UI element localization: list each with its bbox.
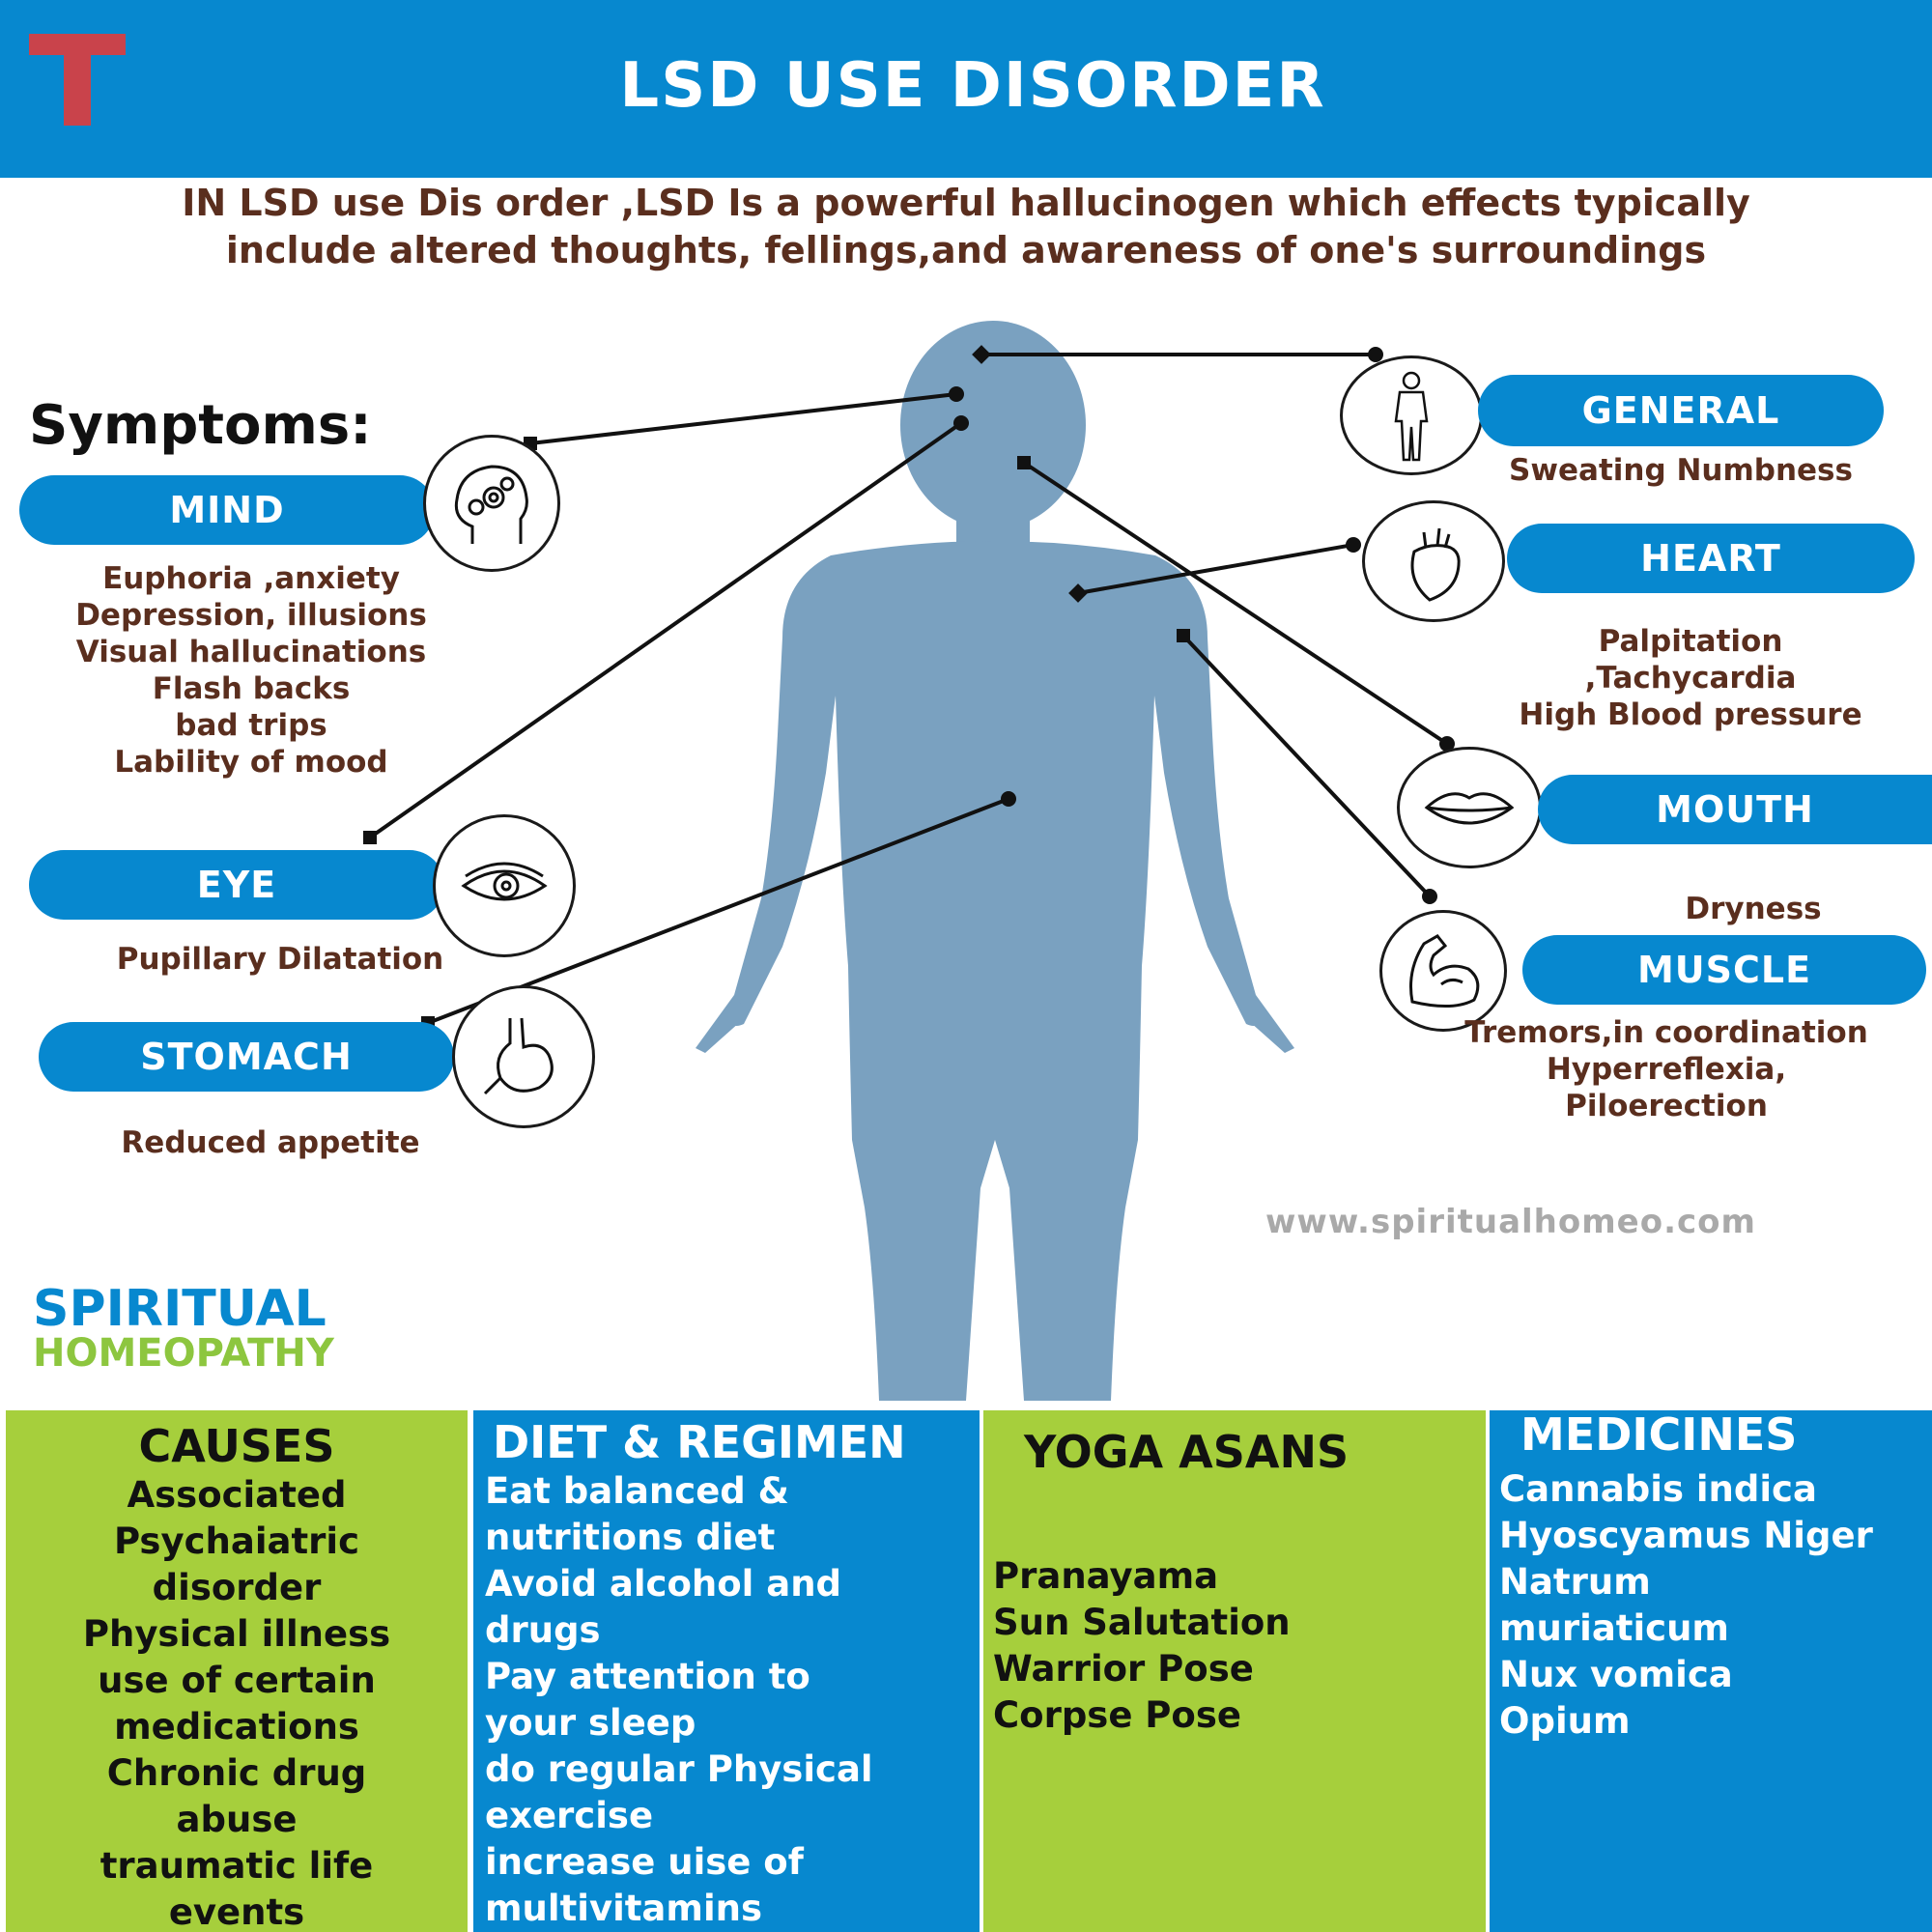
symptoms-heading: Symptoms: bbox=[29, 394, 372, 457]
muscle-label: MUSCLE bbox=[1522, 935, 1926, 1005]
heart-symptoms: Palpitation ,Tachycardia High Blood pres… bbox=[1449, 623, 1932, 733]
yoga-title: YOGA ASANS bbox=[1024, 1426, 1350, 1478]
causes-item: use of certain bbox=[98, 1660, 376, 1701]
mind-label: MIND bbox=[19, 475, 435, 545]
heart-label: HEART bbox=[1507, 524, 1915, 593]
causes-item: medications bbox=[114, 1706, 359, 1747]
mind-symptom-3: Visual hallucinations bbox=[75, 635, 427, 669]
brand-line-2: HOMEOPATHY bbox=[33, 1331, 334, 1376]
diet-item: Eat balanced & bbox=[485, 1470, 789, 1512]
causes-item: Psychaiatric bbox=[113, 1520, 360, 1562]
causes-item: traumatic life bbox=[99, 1845, 374, 1887]
heart-symptom-2: ,Tachycardia bbox=[1584, 661, 1797, 696]
causes-item: disorder bbox=[152, 1567, 322, 1608]
causes-title: CAUSES bbox=[138, 1420, 335, 1472]
yoga-item: Sun Salutation bbox=[993, 1602, 1291, 1643]
mouth-symptom: Dryness bbox=[1685, 892, 1822, 926]
lips-icon bbox=[1424, 792, 1515, 825]
eye-label: EYE bbox=[29, 850, 444, 920]
causes-column: CAUSES Associated Psychaiatric disorder … bbox=[6, 1410, 468, 1932]
intro-text: IN LSD use Dis order ,LSD Is a powerful … bbox=[0, 180, 1932, 274]
heart-symptom-3: High Blood pressure bbox=[1519, 697, 1862, 732]
mind-symptom-2: Depression, illusions bbox=[75, 598, 427, 633]
muscle-symptom-2: Hyperreflexia, bbox=[1546, 1052, 1787, 1087]
head-gears-icon bbox=[454, 465, 528, 544]
medicines-item: Cannabis indica bbox=[1499, 1468, 1817, 1510]
general-label: GENERAL bbox=[1478, 375, 1884, 446]
page-title: LSD USE DISORDER bbox=[619, 50, 1326, 122]
heart-icon-circle bbox=[1362, 500, 1505, 622]
body-outline-icon bbox=[1394, 371, 1429, 462]
mind-symptoms: Euphoria ,anxiety Depression, illusions … bbox=[39, 560, 464, 781]
mind-symptom-4: Flash backs bbox=[152, 671, 351, 706]
header-bar bbox=[0, 0, 1932, 178]
stomach-label: STOMACH bbox=[39, 1022, 454, 1092]
stomach-icon-circle bbox=[452, 985, 595, 1128]
mind-symptom-6: Lability of mood bbox=[114, 745, 388, 780]
yoga-item: Corpse Pose bbox=[993, 1694, 1241, 1736]
diet-item: exercise bbox=[485, 1795, 654, 1836]
diet-title: DIET & REGIMEN bbox=[493, 1416, 906, 1468]
eye-symptom: Pupillary Dilatation bbox=[116, 942, 444, 977]
causes-item: Associated bbox=[127, 1474, 347, 1516]
flexed-arm-icon bbox=[1409, 934, 1480, 1009]
general-icon-circle bbox=[1340, 355, 1483, 475]
diet-item: your sleep bbox=[485, 1702, 696, 1744]
eye-icon-circle bbox=[433, 814, 576, 957]
intro-line-1: IN LSD use Dis order ,LSD Is a powerful … bbox=[182, 182, 1750, 224]
t-logo-icon bbox=[29, 34, 126, 126]
diet-item: do regular Physical bbox=[485, 1748, 873, 1790]
yoga-item: Warrior Pose bbox=[993, 1648, 1254, 1690]
medicines-item: Natrum bbox=[1499, 1561, 1651, 1603]
diet-item: multivitamins bbox=[485, 1888, 763, 1929]
heart-symptom-1: Palpitation bbox=[1598, 624, 1783, 659]
heart-organ-icon bbox=[1410, 527, 1461, 602]
connector-dots bbox=[363, 345, 1455, 1030]
causes-item: events bbox=[168, 1891, 305, 1932]
muscle-symptom-1: Tremors,in coordination bbox=[1464, 1015, 1868, 1050]
muscle-icon-circle bbox=[1379, 910, 1507, 1032]
diet-item: drugs bbox=[485, 1609, 601, 1651]
yoga-column: YOGA ASANS Pranayama Sun Salutation Warr… bbox=[983, 1410, 1486, 1932]
medicines-list: Cannabis indica Hyoscyamus Niger Natrum … bbox=[1499, 1466, 1932, 1745]
stomach-icon bbox=[483, 1017, 554, 1095]
diet-column: DIET & REGIMEN Eat balanced & nutritions… bbox=[473, 1410, 980, 1932]
diet-list: Eat balanced & nutritions diet Avoid alc… bbox=[485, 1468, 980, 1932]
mouth-icon-circle bbox=[1397, 747, 1542, 868]
causes-item: Physical illness bbox=[82, 1613, 391, 1655]
medicines-item: Opium bbox=[1499, 1700, 1631, 1742]
causes-list: Associated Psychaiatric disorder Physica… bbox=[6, 1472, 468, 1932]
brand-line-1: SPIRITUAL bbox=[33, 1280, 327, 1338]
medicines-item: muriaticum bbox=[1499, 1607, 1729, 1649]
diet-item: increase uise of bbox=[485, 1841, 804, 1883]
mind-symptom-5: bad trips bbox=[175, 708, 327, 743]
medicines-item: Hyoscyamus Niger bbox=[1499, 1515, 1873, 1556]
diet-item: Avoid alcohol and bbox=[485, 1563, 842, 1605]
muscle-symptom-3: Piloerection bbox=[1565, 1089, 1768, 1123]
mouth-label: MOUTH bbox=[1538, 775, 1932, 844]
medicines-title: MEDICINES bbox=[1520, 1410, 1798, 1461]
medicines-item: Nux vomica bbox=[1499, 1654, 1733, 1695]
yoga-list: Pranayama Sun Salutation Warrior Pose Co… bbox=[993, 1553, 1486, 1739]
eye-icon bbox=[461, 862, 548, 901]
mind-icon-circle bbox=[423, 435, 560, 572]
causes-item: Chronic drug bbox=[106, 1752, 367, 1794]
medicines-column: MEDICINES Cannabis indica Hyoscyamus Nig… bbox=[1490, 1410, 1932, 1932]
intro-line-2: include altered thoughts, fellings,and a… bbox=[225, 229, 1707, 271]
connector-lines bbox=[368, 353, 1449, 1025]
general-symptom: Sweating Numbness bbox=[1509, 453, 1853, 488]
causes-item: abuse bbox=[176, 1799, 298, 1840]
website-url[interactable]: www.spiritualhomeo.com bbox=[1265, 1203, 1756, 1241]
stomach-symptom: Reduced appetite bbox=[121, 1125, 420, 1160]
mind-symptom-1: Euphoria ,anxiety bbox=[102, 561, 400, 596]
human-silhouette bbox=[696, 321, 1294, 1401]
diet-item: nutritions diet bbox=[485, 1517, 776, 1558]
diet-item: Pay attention to bbox=[485, 1656, 810, 1697]
yoga-item: Pranayama bbox=[993, 1555, 1219, 1597]
muscle-symptoms: Tremors,in coordination Hyperreflexia, P… bbox=[1410, 1014, 1922, 1124]
